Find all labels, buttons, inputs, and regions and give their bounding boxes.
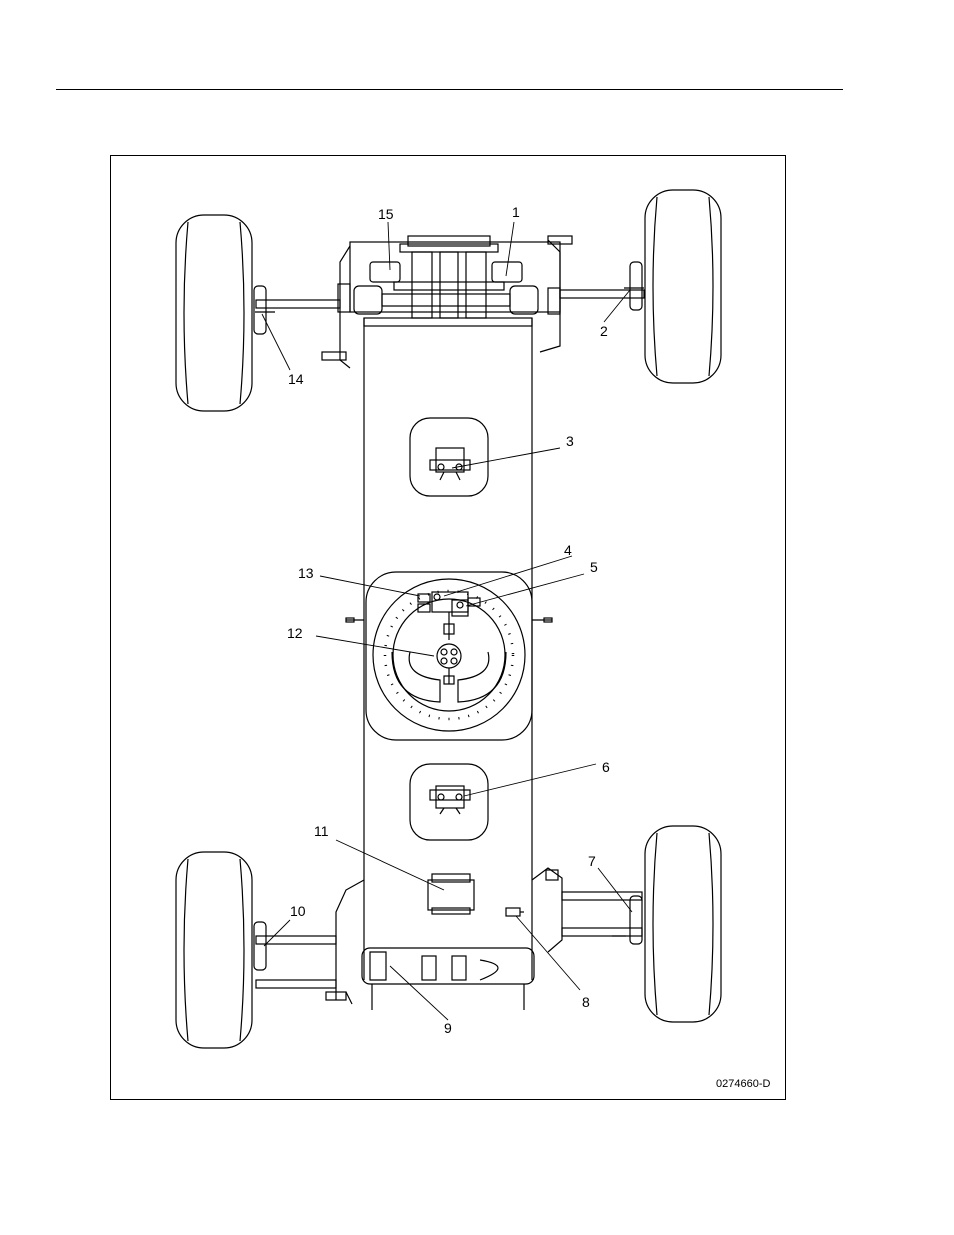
callout-9: 9 bbox=[444, 1020, 452, 1036]
callout-15: 15 bbox=[378, 206, 394, 222]
access-port-lower bbox=[410, 764, 488, 840]
front-axle bbox=[254, 236, 644, 368]
figure-id: 0274660-D bbox=[716, 1078, 770, 1090]
control-box bbox=[428, 874, 474, 914]
callout-4: 4 bbox=[564, 542, 572, 558]
access-port-upper bbox=[410, 418, 488, 496]
callout-6: 6 bbox=[602, 759, 610, 775]
callout-5: 5 bbox=[590, 559, 598, 575]
callout-2: 2 bbox=[600, 323, 608, 339]
tire-front-right bbox=[645, 190, 721, 383]
front-cylinders bbox=[354, 262, 538, 314]
chassis-frame bbox=[346, 318, 552, 980]
callout-1: 1 bbox=[512, 204, 520, 220]
turntable bbox=[366, 572, 532, 740]
callout-13: 13 bbox=[298, 565, 314, 581]
callout-10: 10 bbox=[290, 903, 306, 919]
tire-rear-left bbox=[176, 852, 252, 1048]
rear-axle bbox=[254, 868, 642, 1010]
rear-sensor bbox=[506, 908, 524, 916]
callout-7: 7 bbox=[588, 853, 596, 869]
callout-11: 11 bbox=[314, 823, 329, 839]
callout-14: 14 bbox=[288, 371, 304, 387]
tire-rear-right bbox=[645, 826, 721, 1022]
callout-12: 12 bbox=[287, 625, 303, 641]
callout-3: 3 bbox=[566, 433, 574, 449]
tire-front-left bbox=[176, 215, 252, 411]
callout-8: 8 bbox=[582, 994, 590, 1010]
